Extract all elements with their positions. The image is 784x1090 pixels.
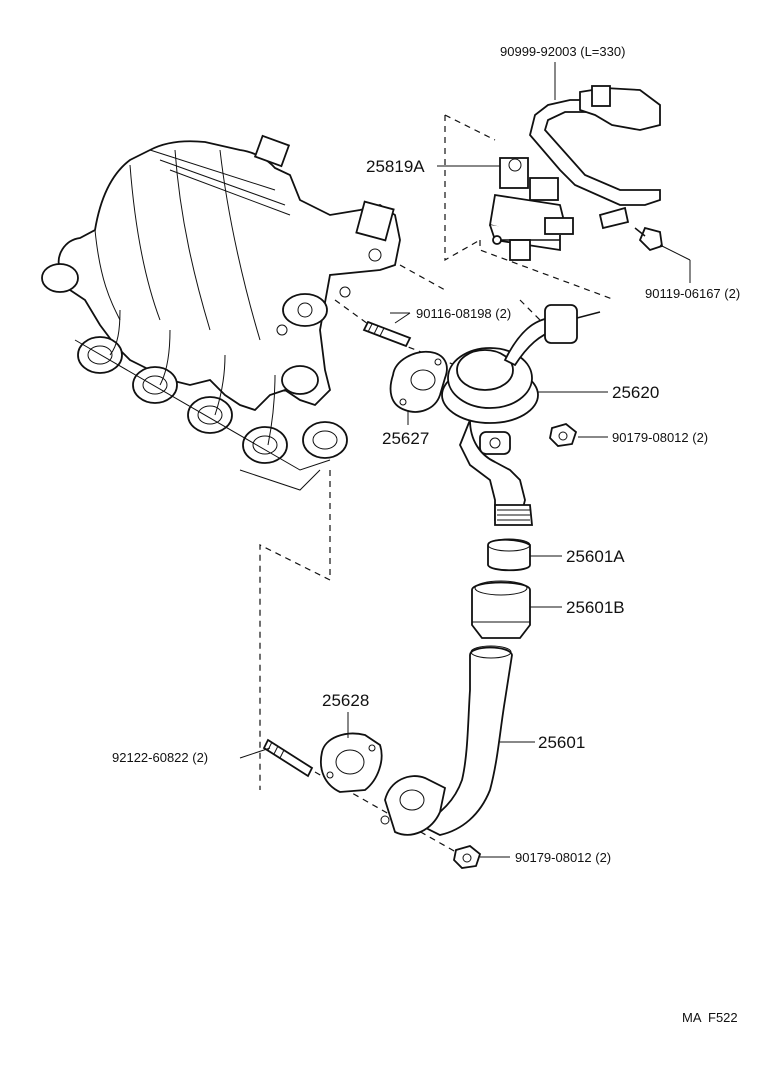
leader-lines <box>239 62 691 858</box>
label-stud-upper: 90116-08198 (2) <box>416 306 511 321</box>
bolt-vsv <box>634 226 663 252</box>
label-union-a: 25601A <box>566 547 625 566</box>
footer-code: MA F522 <box>682 1010 738 1025</box>
label-union-b: 25601B <box>566 598 625 617</box>
egr-pipe <box>380 645 513 836</box>
label-pipe: 25601 <box>538 733 585 752</box>
label-gasket-lower: 25628 <box>322 691 369 710</box>
stud-upper <box>362 320 412 348</box>
gasket-lower <box>320 732 383 793</box>
label-gasket-upper: 25627 <box>382 429 429 448</box>
nut-upper <box>549 423 578 447</box>
label-vsv: 25819A <box>366 157 425 176</box>
intake-manifold <box>41 134 401 491</box>
vacuum-switching-valve <box>488 157 574 261</box>
stud-lower <box>262 738 314 778</box>
nut-lower <box>453 845 482 869</box>
label-stud-lower: 92122-60822 (2) <box>112 750 208 765</box>
vacuum-hose <box>529 85 661 230</box>
egr-valve <box>441 304 601 526</box>
union-a <box>487 538 531 572</box>
part-labels: 90999-92003 (L=330) 25819A 90119-06167 (… <box>112 44 740 1025</box>
label-hose: 90999-92003 (L=330) <box>500 44 625 59</box>
gasket-upper <box>389 350 448 413</box>
label-egr-valve: 25620 <box>612 383 659 402</box>
label-bolt-vsv: 90119-06167 (2) <box>645 286 740 301</box>
label-nut-upper: 90179-08012 (2) <box>612 430 708 445</box>
label-nut-lower: 90179-08012 (2) <box>515 850 611 865</box>
union-b <box>471 580 531 639</box>
